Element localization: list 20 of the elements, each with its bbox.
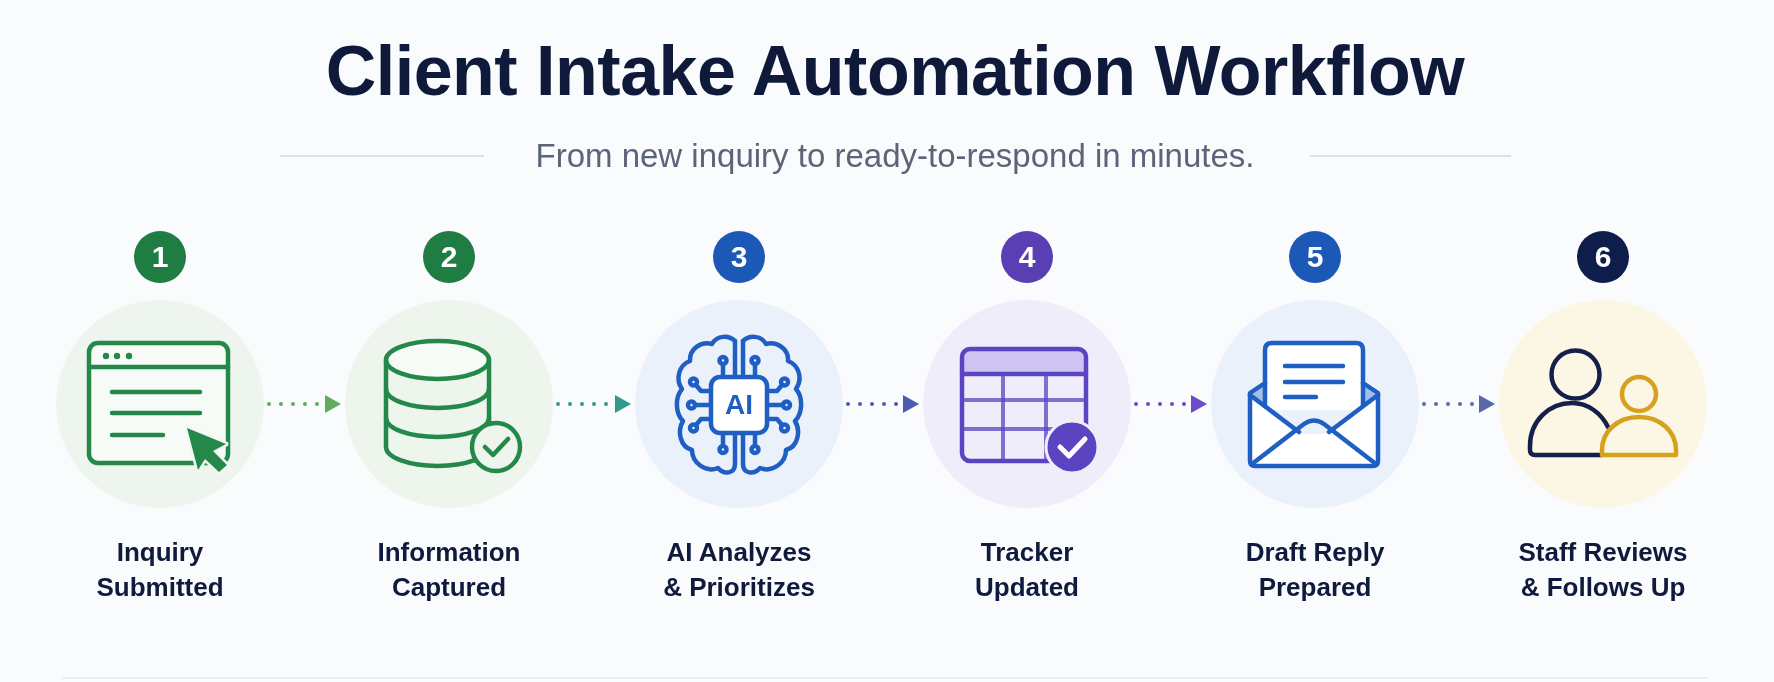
step-label: Staff Reviews & Follows Up [1517,536,1689,604]
step-number: 1 [134,231,186,283]
step-label: Inquiry Submitted [95,536,225,604]
step-number: 5 [1289,231,1341,283]
step-number: 6 [1577,231,1629,283]
step-label: AI Analyzes & Prioritizes [662,536,816,604]
arrow [846,395,920,413]
step-number: 2 [423,231,475,283]
step-number: 3 [713,231,765,283]
step-number: 4 [1001,231,1053,283]
arrow [1422,395,1496,413]
arrow [267,395,342,413]
arrow [1134,395,1208,413]
step-label: Tracker Updated [974,536,1080,604]
step-label: Draft Reply Prepared [1244,536,1386,604]
step-label: Information Captured [376,536,522,604]
chip-text: AI [725,390,753,420]
subtitle: From new inquiry to ready-to-respond in minutes. [535,136,1255,176]
title: Client Intake Automation Workflow [325,31,1465,111]
arrow [556,395,632,413]
